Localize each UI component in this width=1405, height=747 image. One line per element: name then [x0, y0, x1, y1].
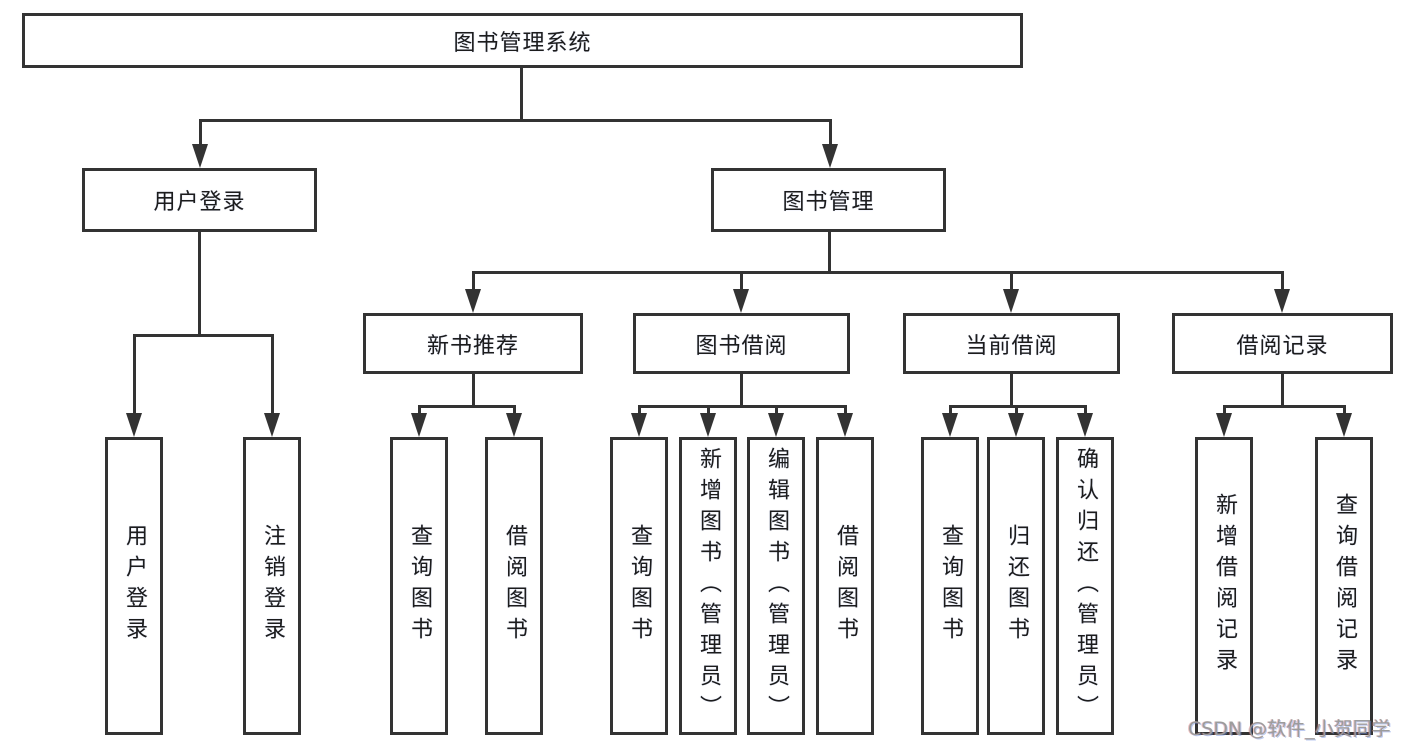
- connector-line: [199, 119, 202, 146]
- arrowhead-down-icon: [631, 413, 647, 437]
- node-root: 图书管理系统: [22, 13, 1023, 68]
- node-book-borrow-label: 图书借阅: [695, 333, 788, 359]
- leaf-user-login-label: 用户登录: [122, 524, 147, 648]
- leaf-query-books-borrow: 查询图书: [610, 437, 668, 735]
- connector-line: [1343, 405, 1346, 415]
- arrowhead-down-icon: [733, 289, 749, 313]
- connector-line: [418, 405, 421, 415]
- node-current-borrow-label: 当前借阅: [965, 333, 1058, 359]
- connector-line: [844, 405, 847, 415]
- connector-book-management-stem: [828, 232, 831, 273]
- connector-line: [949, 405, 952, 415]
- connector-book-management-branch: [472, 271, 1284, 274]
- connector-line: [513, 405, 516, 415]
- arrowhead-down-icon: [264, 413, 280, 437]
- arrowhead-down-icon: [1274, 289, 1290, 313]
- node-new-book-recommend-label: 新书推荐: [426, 333, 519, 359]
- connector-line: [1084, 405, 1087, 415]
- leaf-borrow-books-recommend: 借阅图书: [485, 437, 543, 735]
- arrowhead-down-icon: [768, 413, 784, 437]
- leaf-confirm-return-admin: 确认归还（管理员）: [1056, 437, 1114, 735]
- arrowhead-down-icon: [1077, 413, 1093, 437]
- leaf-return-book-label: 归还图书: [1004, 524, 1029, 648]
- connector-line: [707, 405, 710, 415]
- connector-line: [829, 119, 832, 146]
- connector-branch: [1223, 405, 1346, 408]
- arrowhead-down-icon: [192, 144, 208, 168]
- node-root-label: 图书管理系统: [453, 30, 592, 56]
- arrowhead-down-icon: [126, 413, 142, 437]
- leaf-add-book-admin: 新增图书（管理员）: [679, 437, 737, 735]
- node-book-management-label: 图书管理: [782, 190, 875, 215]
- leaf-query-books-recommend: 查询图书: [390, 437, 448, 735]
- leaf-logout: 注销登录: [243, 437, 301, 735]
- node-user-login: 用户登录: [82, 168, 317, 232]
- leaf-add-borrow-record: 新增借阅记录: [1195, 437, 1253, 735]
- connector-stem: [472, 374, 475, 407]
- connector-line: [271, 334, 274, 415]
- leaf-query-books-current: 查询图书: [921, 437, 979, 735]
- csdn-watermark: CSDN @软件_小贺同学: [1188, 718, 1391, 740]
- connector-line: [1015, 405, 1018, 415]
- arrowhead-down-icon: [822, 144, 838, 168]
- leaf-confirm-return-admin-label: 确认归还（管理员）: [1073, 446, 1098, 726]
- connector-line: [1223, 405, 1226, 415]
- leaf-logout-label: 注销登录: [260, 524, 285, 648]
- arrowhead-down-icon: [465, 289, 481, 313]
- connector-line: [133, 334, 136, 415]
- connector-stem: [740, 374, 743, 407]
- connector-branch: [638, 405, 847, 408]
- leaf-query-books-recommend-label: 查询图书: [407, 524, 432, 648]
- connector-line: [740, 271, 743, 291]
- connector-line: [472, 271, 475, 291]
- connector-user-login-branch: [133, 334, 274, 337]
- leaf-user-login: 用户登录: [105, 437, 163, 735]
- arrowhead-down-icon: [1336, 413, 1352, 437]
- leaf-edit-book-admin-label: 编辑图书（管理员）: [764, 446, 789, 726]
- connector-branch: [418, 405, 516, 408]
- leaf-borrow-books-label: 借阅图书: [833, 524, 858, 648]
- node-book-borrow: 图书借阅: [633, 313, 850, 374]
- connector-line: [775, 405, 778, 415]
- leaf-borrow-books: 借阅图书: [816, 437, 874, 735]
- arrowhead-down-icon: [506, 413, 522, 437]
- arrowhead-down-icon: [942, 413, 958, 437]
- node-current-borrow: 当前借阅: [903, 313, 1120, 374]
- arrowhead-down-icon: [411, 413, 427, 437]
- connector-line: [1010, 271, 1013, 291]
- connector-branch: [949, 405, 1087, 408]
- connector-user-login-stem: [198, 232, 201, 336]
- node-borrow-records: 借阅记录: [1172, 313, 1393, 374]
- arrowhead-down-icon: [1216, 413, 1232, 437]
- leaf-query-books-current-label: 查询图书: [938, 524, 963, 648]
- connector-root-branch: [199, 119, 832, 122]
- leaf-add-book-admin-label: 新增图书（管理员）: [696, 446, 721, 726]
- node-new-book-recommend: 新书推荐: [363, 313, 583, 374]
- leaf-borrow-books-recommend-label: 借阅图书: [502, 524, 527, 648]
- arrowhead-down-icon: [837, 413, 853, 437]
- connector-stem: [1010, 374, 1013, 407]
- node-user-login-label: 用户登录: [153, 190, 246, 215]
- leaf-return-book: 归还图书: [987, 437, 1045, 735]
- leaf-query-borrow-record: 查询借阅记录: [1315, 437, 1373, 735]
- leaf-edit-book-admin: 编辑图书（管理员）: [747, 437, 805, 735]
- connector-stem: [1281, 374, 1284, 407]
- leaf-query-books-borrow-label: 查询图书: [627, 524, 652, 648]
- arrowhead-down-icon: [1008, 413, 1024, 437]
- leaf-add-borrow-record-label: 新增借阅记录: [1212, 493, 1237, 679]
- leaf-query-borrow-record-label: 查询借阅记录: [1332, 493, 1357, 679]
- arrowhead-down-icon: [1003, 289, 1019, 313]
- connector-line: [638, 405, 641, 415]
- connector-line: [1281, 271, 1284, 291]
- node-book-management: 图书管理: [711, 168, 946, 232]
- arrowhead-down-icon: [700, 413, 716, 437]
- connector-root-stem: [520, 68, 523, 120]
- node-borrow-records-label: 借阅记录: [1236, 333, 1329, 359]
